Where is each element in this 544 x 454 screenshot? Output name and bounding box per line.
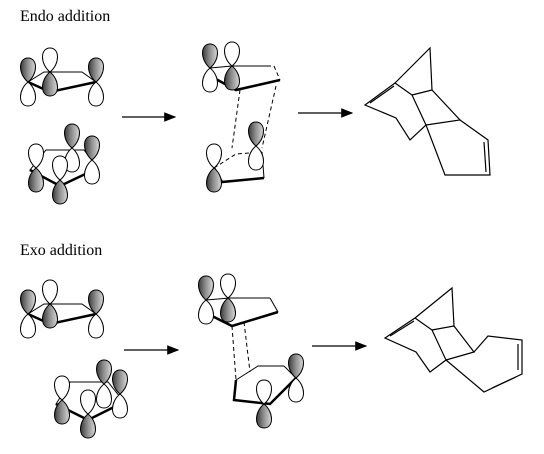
exo-product (383, 286, 523, 393)
endo-addition-label: Endo addition (20, 8, 111, 25)
exo-transition-top (198, 273, 279, 328)
orbital-lobes-icon (256, 353, 304, 429)
exo-transition-bottom (232, 353, 304, 429)
endo-product (363, 46, 491, 176)
orbital-lobes-icon (202, 41, 240, 93)
endo-transition-bottom (206, 121, 265, 193)
orbital-lobes-icon (20, 279, 104, 339)
orbital-lobes-icon (198, 273, 236, 325)
exo-reactant-bottom (54, 359, 128, 439)
endo-transition-top (202, 41, 281, 93)
exo-addition-label: Exo addition (20, 242, 103, 259)
endo-reactant-bottom (28, 123, 100, 205)
orbital-lobes-icon (206, 121, 264, 193)
exo-reactant-top (20, 279, 104, 339)
orbital-lobes-icon (54, 359, 128, 439)
endo-reactant-top (20, 47, 104, 107)
orbital-lobes-icon (28, 123, 100, 205)
orbital-lobes-icon (20, 47, 104, 107)
